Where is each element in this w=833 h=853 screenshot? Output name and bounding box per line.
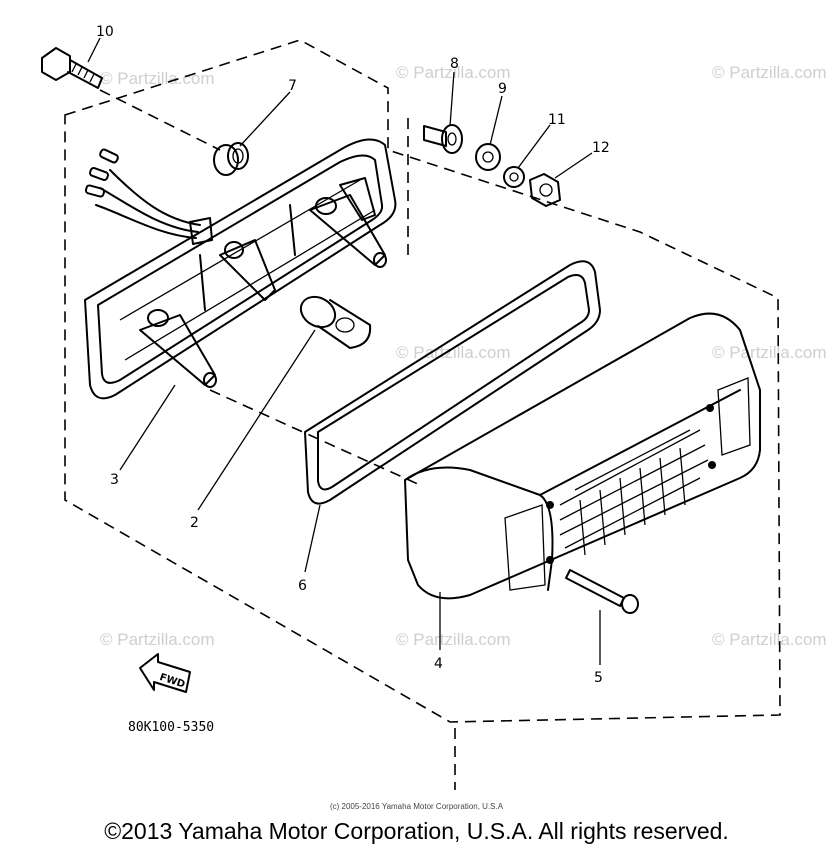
part-10-bolt <box>41 47 103 89</box>
callout-11: 11 <box>548 112 566 128</box>
assembly-boundary <box>64 39 781 723</box>
part-2-bulb <box>299 295 372 349</box>
part-5-screw <box>565 569 639 614</box>
callout-3: 3 <box>110 472 119 488</box>
watermark-text: © Partzilla.com <box>396 63 511 82</box>
callout-4: 4 <box>434 656 443 672</box>
watermark-text: © Partzilla.com <box>100 630 215 649</box>
callouts: 10 7 8 9 11 12 3 2 6 4 5 <box>96 24 610 686</box>
diagram-part-number: 80K100-5350 <box>128 720 214 735</box>
part-9-washer <box>475 143 501 171</box>
watermark-text: © Partzilla.com <box>396 630 511 649</box>
callout-12: 12 <box>592 140 610 156</box>
part-11-lock-washer <box>503 166 525 188</box>
callout-6: 6 <box>298 578 307 594</box>
parts-diagram: © Partzilla.com © Partzilla.com © Partzi… <box>41 24 827 790</box>
fwd-arrow: FWD <box>139 653 191 693</box>
watermark-text: © Partzilla.com <box>712 63 827 82</box>
part-4-lens <box>404 312 761 600</box>
bolt-axis-line <box>99 89 221 151</box>
watermark-text: © Partzilla.com <box>100 69 215 88</box>
callout-2: 2 <box>190 515 199 531</box>
watermark-text: © Partzilla.com <box>712 630 827 649</box>
part-12-nut <box>529 173 561 207</box>
part-3-housing <box>84 138 397 400</box>
callout-8: 8 <box>450 56 459 72</box>
part-7-grommet <box>213 142 249 176</box>
leader-lines <box>87 37 601 665</box>
callout-5: 5 <box>594 670 603 686</box>
callout-10: 10 <box>96 24 114 40</box>
small-copyright: (c) 2005-2016 Yamaha Motor Corporation, … <box>329 802 504 811</box>
watermark-text: © Partzilla.com <box>396 343 511 362</box>
callout-7: 7 <box>288 78 297 94</box>
watermarks: © Partzilla.com © Partzilla.com © Partzi… <box>100 63 827 649</box>
watermark-text: © Partzilla.com <box>712 343 827 362</box>
callout-9: 9 <box>498 81 507 97</box>
copyright-notice: ©2013 Yamaha Motor Corporation, U.S.A. A… <box>104 818 729 844</box>
part-6-gasket <box>304 260 601 505</box>
part-8-stud <box>423 124 463 154</box>
lens-axis-line <box>209 389 421 486</box>
